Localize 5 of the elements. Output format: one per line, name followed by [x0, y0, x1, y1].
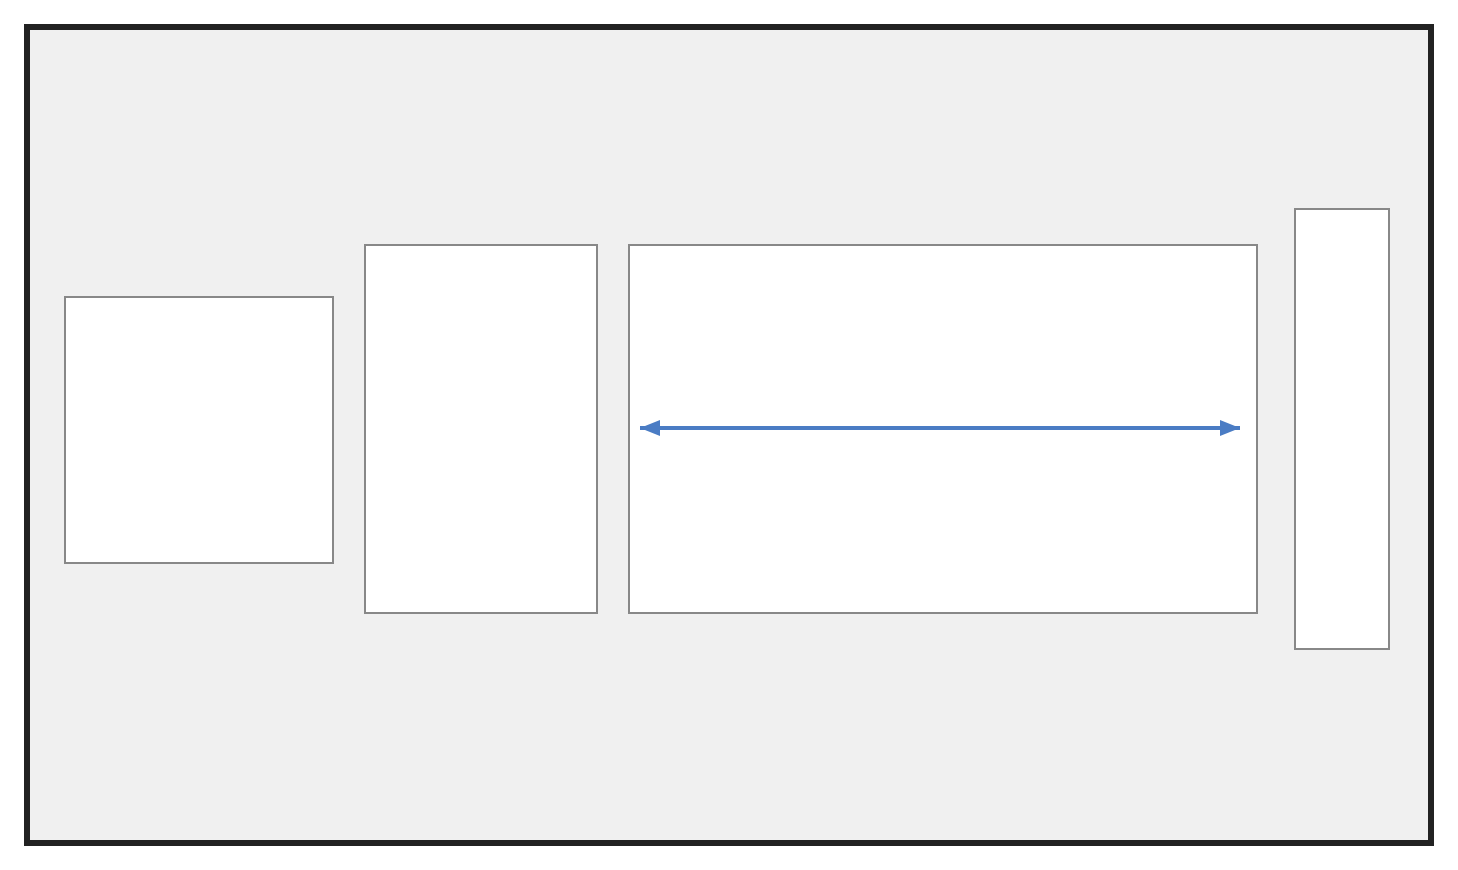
empty-box	[364, 244, 598, 614]
empty-box	[628, 244, 1258, 614]
panel-frame	[24, 24, 1434, 846]
empty-box	[64, 296, 334, 564]
empty-box	[1294, 208, 1390, 650]
